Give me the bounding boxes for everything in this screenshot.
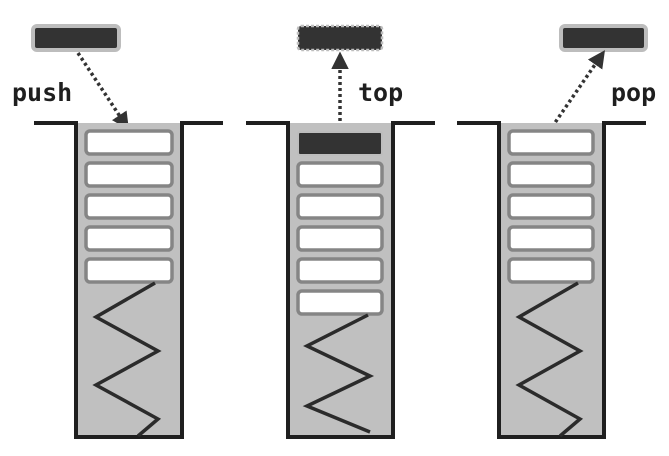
top-slot: [296, 161, 384, 188]
top-spring: [302, 313, 375, 434]
push-label: push: [12, 78, 72, 107]
push-slot: [84, 225, 174, 252]
push-diagram: push: [12, 24, 223, 439]
top-label: top: [358, 78, 403, 107]
top-diagram: top: [246, 24, 435, 439]
pop-diagram: pop: [457, 24, 656, 439]
pop-removed-element: [559, 24, 648, 52]
pop-slot: [507, 161, 595, 188]
top-copied-element: [296, 24, 384, 52]
push-floating-element: [31, 24, 121, 52]
top-slot: [296, 257, 384, 284]
pop-slot: [507, 225, 595, 252]
pop-slot: [507, 129, 595, 156]
top-slot: [296, 289, 384, 316]
push-slot: [84, 257, 174, 284]
push-stack-outline: [34, 121, 223, 439]
top-stack-outline: [246, 121, 435, 439]
push-arrow: [76, 52, 129, 130]
pop-spring: [515, 281, 584, 438]
push-slot: [84, 129, 174, 156]
top-slot: [296, 193, 384, 220]
pop-slot: [507, 257, 595, 284]
pop-slot: [507, 193, 595, 220]
top-highlighted-element: [297, 131, 383, 156]
pop-label: pop: [611, 78, 656, 107]
push-spring: [92, 281, 162, 438]
push-slot: [84, 161, 174, 188]
push-slot: [84, 193, 174, 220]
pop-arrow: [550, 50, 605, 128]
top-slot: [296, 225, 384, 252]
pop-stack-outline: [457, 121, 646, 439]
